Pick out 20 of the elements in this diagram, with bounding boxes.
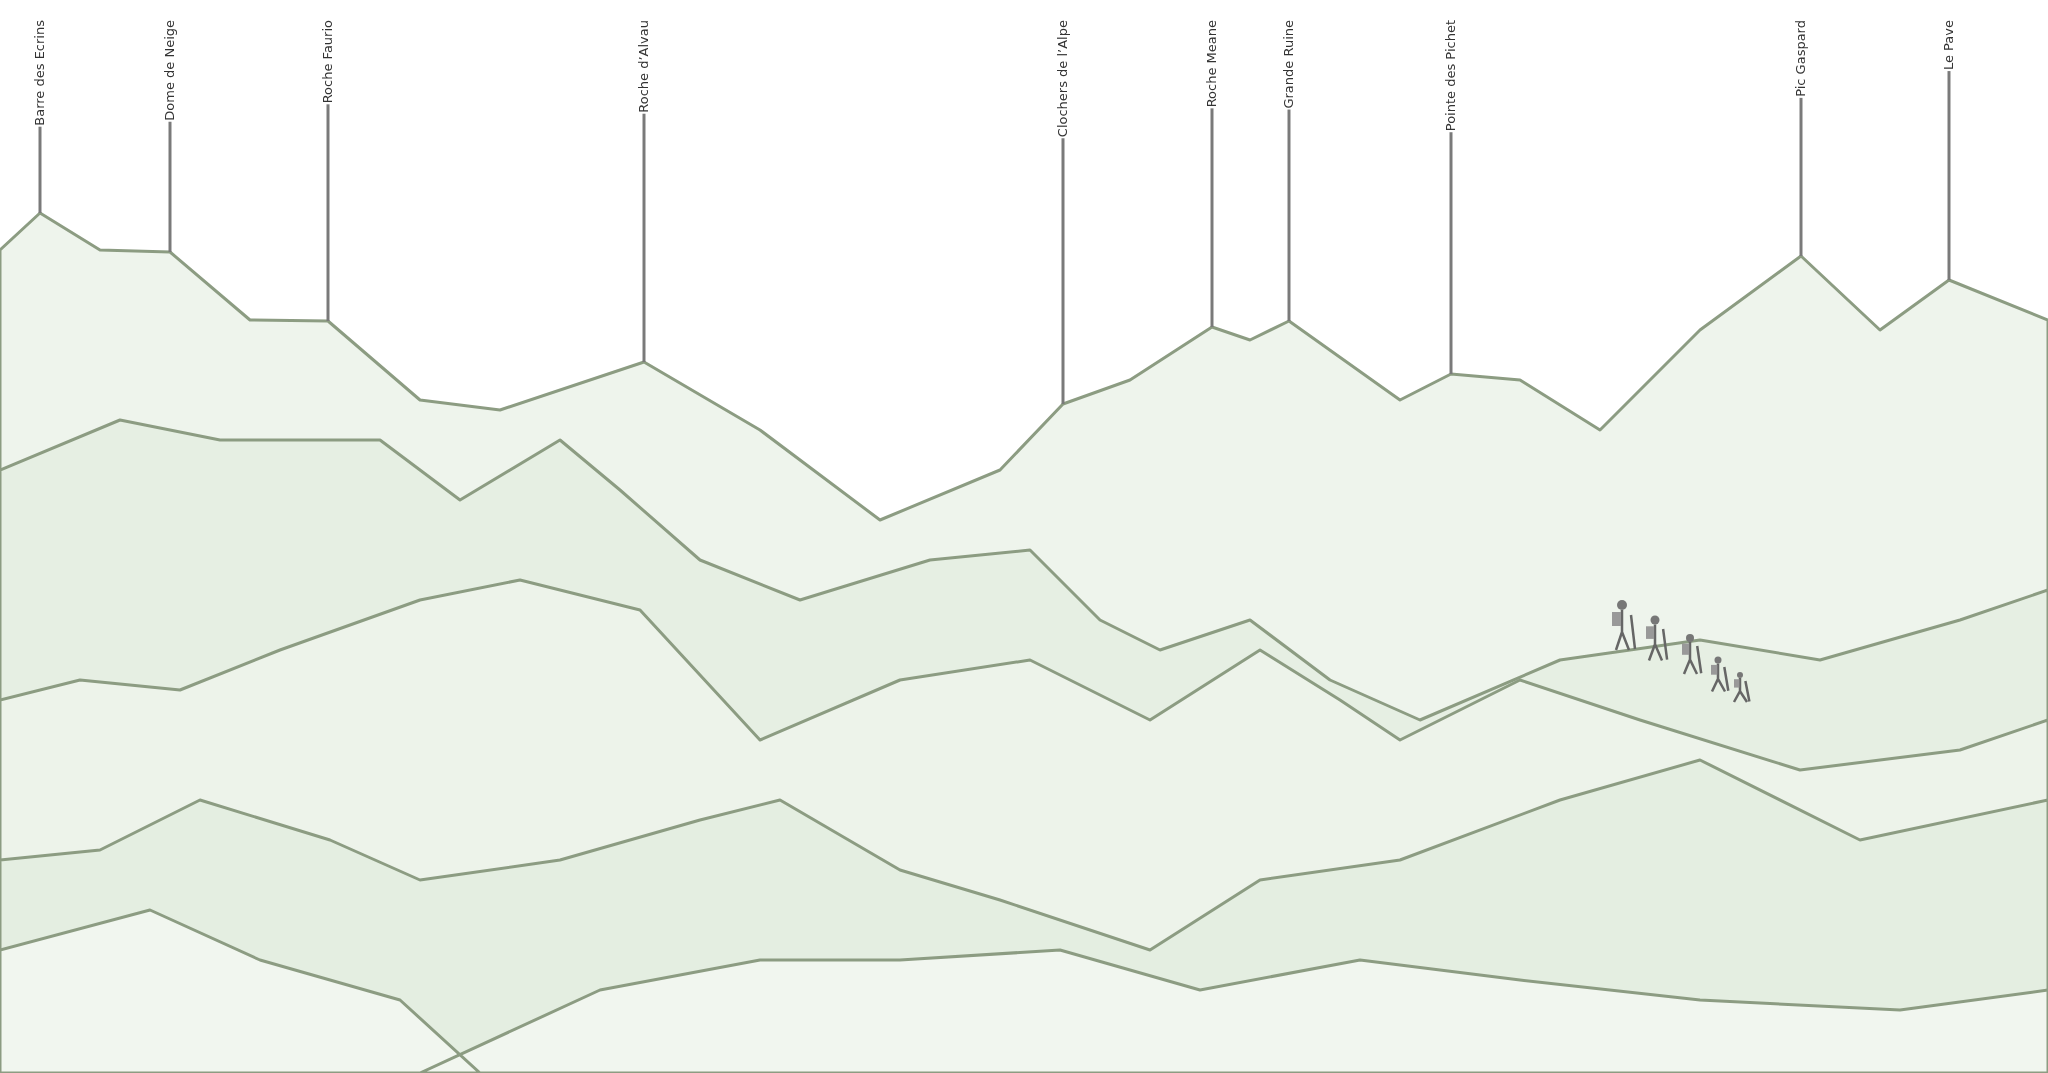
peak-label: Roche Meane [1204, 20, 1220, 108]
leader-line [1799, 97, 1803, 256]
leader-line [168, 121, 172, 252]
peak-label: Barre des Ecrins [32, 20, 48, 126]
peak-label: Clochers de l’Alpe [1055, 20, 1071, 138]
peak-label: Roche Faurio [320, 20, 336, 104]
peak-label: Grande Ruine [1281, 20, 1297, 109]
peak-label: Le Pave [1941, 20, 1957, 71]
leader-line [642, 113, 646, 362]
peak-label: Dome de Neige [162, 20, 178, 121]
peak-label: Roche d’Alvau [636, 20, 652, 113]
leader-line [326, 104, 330, 321]
leader-line [1287, 109, 1291, 321]
leader-line [1947, 71, 1951, 280]
peak-label: Pic Gaspard [1793, 20, 1809, 97]
leader-line [38, 126, 42, 213]
leader-line [1449, 132, 1453, 374]
leader-line [1210, 108, 1214, 327]
peak-label: Pointe des Pichet [1443, 20, 1459, 132]
leader-line [1061, 138, 1065, 404]
